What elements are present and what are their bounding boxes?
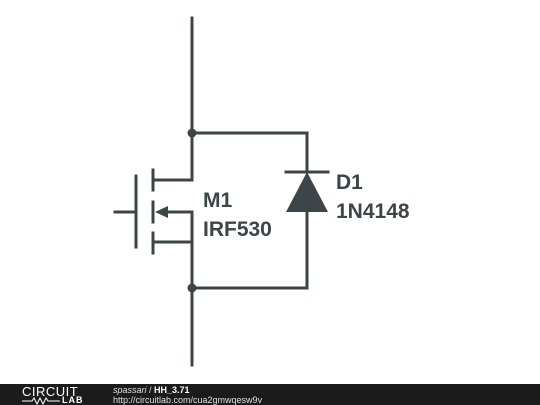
circuit-meta: spassari / HH_3.71 http://circuitlab.com… <box>113 385 262 405</box>
mosfet-body-arrow <box>155 206 168 218</box>
circuit-name[interactable]: HH_3.71 <box>154 385 190 395</box>
logo-circuit-text: CIRCUIT <box>22 384 79 399</box>
author-link[interactable]: spassari <box>113 385 147 395</box>
circuit-title-line: spassari / HH_3.71 <box>113 385 262 395</box>
circuit-url-link[interactable]: http://circuitlab.com/cua2gmwqesw9v <box>113 395 263 405</box>
resistor-icon <box>22 397 60 405</box>
schematic-diagram: M1 IRF530 D1 1N4148 <box>113 16 410 367</box>
footer-bar: CIRCUIT LAB spassari / HH_3.71 http://ci… <box>0 384 540 405</box>
diode-part-label: 1N4148 <box>336 200 410 223</box>
title-separator: / <box>146 385 155 395</box>
mosfet-part-label: IRF530 <box>203 218 272 241</box>
diode-triangle <box>286 172 328 212</box>
logo-lab-text: LAB <box>62 395 84 405</box>
circuitlab-logo[interactable]: CIRCUIT LAB <box>22 385 102 405</box>
diode-ref-label: D1 <box>336 171 363 194</box>
mosfet-ref-label: M1 <box>203 189 232 212</box>
